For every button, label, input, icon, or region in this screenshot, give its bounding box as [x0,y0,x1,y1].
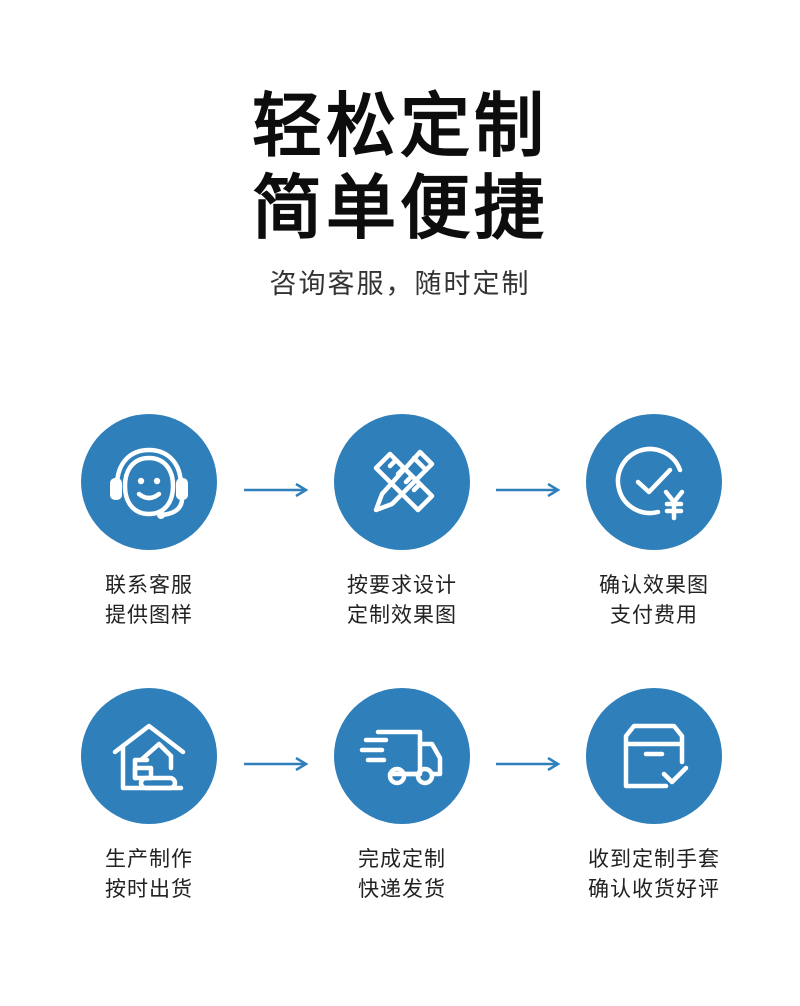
arrow-right-icon [496,483,561,497]
step-caption: 确认效果图 支付费用 [534,570,774,630]
step-caption: 按要求设计 定制效果图 [282,570,522,630]
step-circle [81,414,217,550]
step-shipping: 完成定制 快递发货 [282,688,522,904]
step-circle [586,688,722,824]
step-caption-line2: 确认收货好评 [588,877,720,901]
step-production: 生产制作 按时出货 [29,688,269,904]
step-circle [586,414,722,550]
step-design: 按要求设计 定制效果图 [282,414,522,630]
step-contact-service: 联系客服 提供图样 [29,414,269,630]
step-caption-line2: 快递发货 [358,877,446,901]
step-caption: 联系客服 提供图样 [29,570,269,630]
step-circle [81,688,217,824]
subtitle: 咨询客服，随时定制 [269,269,531,300]
step-circle [334,414,470,550]
step-caption-line1: 联系客服 [105,573,193,597]
factory-crane-icon [112,723,186,791]
step-caption-line2: 按时出货 [105,877,193,901]
step-caption-line2: 定制效果图 [347,603,457,627]
step-caption-line2: 支付费用 [610,603,698,627]
step-receive-review: 收到定制手套 确认收货好评 [534,688,774,904]
step-confirm-pay: 确认效果图 支付费用 [534,414,774,630]
arrow-right-icon [244,483,309,497]
box-check-icon [623,723,689,789]
page-title-line2: 简单便捷 [252,167,548,249]
step-caption-line1: 确认效果图 [599,573,709,597]
delivery-truck-icon [359,729,443,786]
arrow-right-icon [496,757,561,771]
step-caption-line1: 按要求设计 [347,573,457,597]
step-circle [334,688,470,824]
arrow-right-icon [244,757,309,771]
step-caption-line1: 生产制作 [105,847,193,871]
page-title-line1: 轻松定制 [252,85,548,167]
step-caption: 收到定制手套 确认收货好评 [534,844,774,904]
check-yen-icon [615,446,685,521]
pencil-ruler-icon [373,449,435,513]
headset-smile-icon [110,447,188,519]
step-caption: 生产制作 按时出货 [29,844,269,904]
step-caption-line1: 收到定制手套 [588,847,720,871]
step-caption-line1: 完成定制 [358,847,446,871]
step-caption-line2: 提供图样 [105,603,193,627]
step-caption: 完成定制 快递发货 [282,844,522,904]
